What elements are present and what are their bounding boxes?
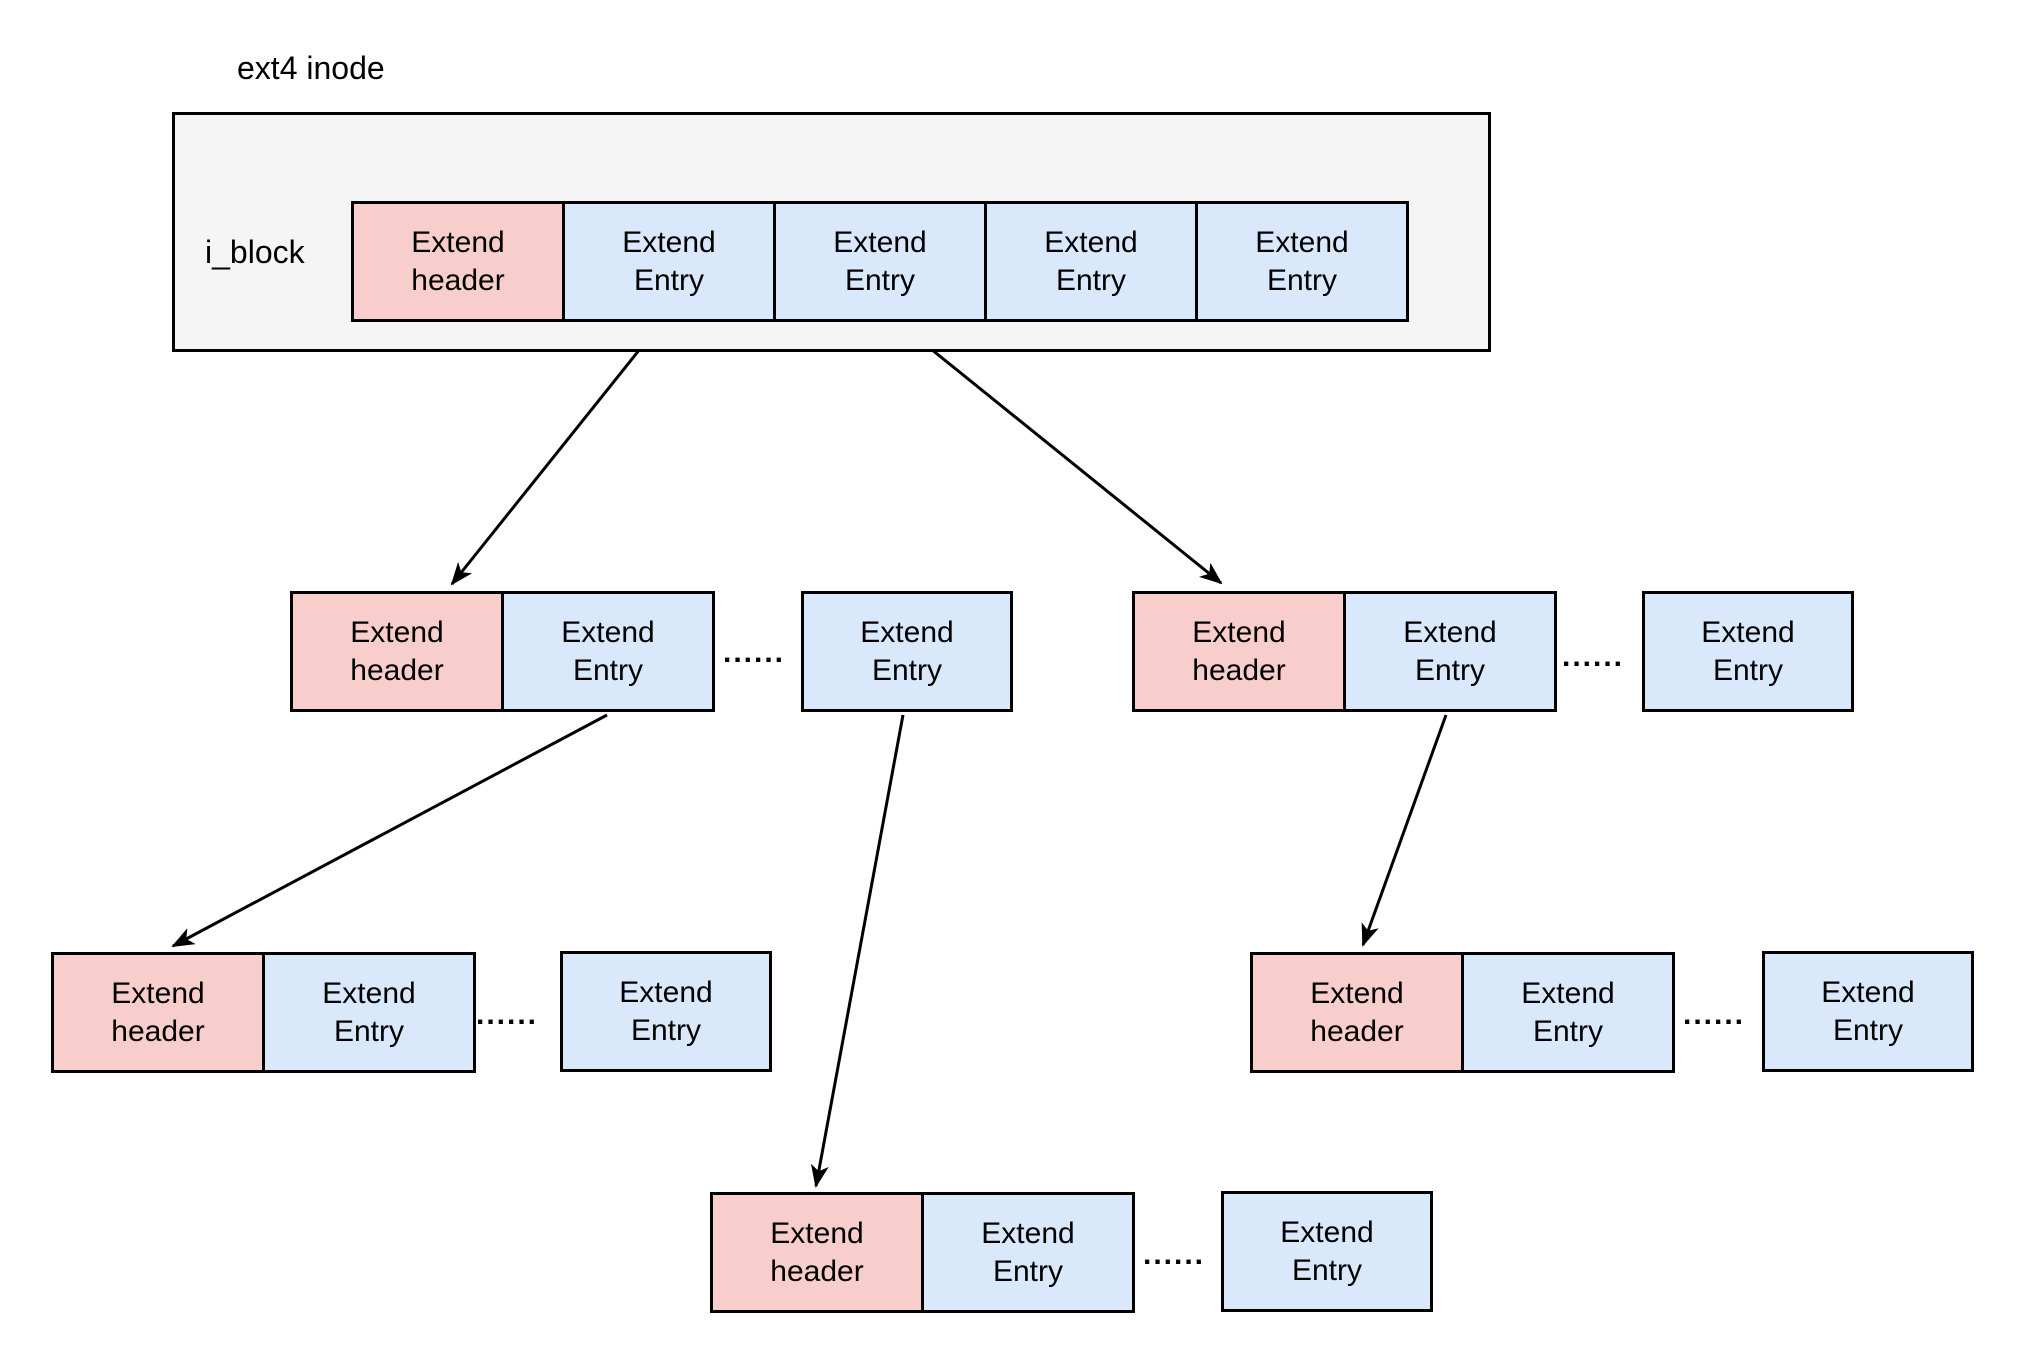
extend-header-cell: Extend header — [290, 591, 504, 712]
leaf-node-left: Extend header Extend Entry — [51, 952, 476, 1073]
cell-label: Extend header — [411, 226, 505, 297]
i-block-label: i_block — [205, 234, 305, 270]
arrow-inode-entry1-to-node-left — [450, 323, 662, 586]
inode-extend-entry-cell: Extend Entry — [562, 201, 776, 322]
extend-entry-cell: Extend Entry — [501, 591, 715, 712]
arrow-inode-entry2-to-node-right — [899, 322, 1223, 585]
ellipsis-dots: ...... — [476, 998, 539, 1031]
extend-entry-cell-detached: Extend Entry — [801, 591, 1013, 712]
inode-extend-header-cell: Extend header — [351, 201, 565, 322]
cell-label: Extend Entry — [1521, 977, 1615, 1048]
extend-header-cell: Extend header — [51, 952, 265, 1073]
cell-label: Extend Entry — [981, 1217, 1075, 1288]
ellipsis-dots: ...... — [1143, 1238, 1206, 1271]
extend-entry-cell-detached: Extend Entry — [560, 951, 772, 1072]
cell-label: Extend Entry — [833, 226, 927, 297]
cell-label: Extend Entry — [1701, 616, 1795, 687]
inode-extend-entry-cell: Extend Entry — [773, 201, 987, 322]
ellipsis-dots: ...... — [1683, 998, 1746, 1031]
cell-label: Extend Entry — [1255, 226, 1349, 297]
cell-label: Extend header — [1310, 977, 1404, 1048]
extend-entry-cell-detached: Extend Entry — [1642, 591, 1854, 712]
ellipsis-dots: ...... — [723, 636, 786, 669]
cell-label: Extend Entry — [322, 977, 416, 1048]
extend-entry-cell-detached: Extend Entry — [1221, 1191, 1433, 1312]
cell-label: Extend Entry — [561, 616, 655, 687]
cell-label: Extend header — [350, 616, 444, 687]
leaf-node-right: Extend header Extend Entry — [1250, 952, 1675, 1073]
cell-label: Extend header — [111, 977, 205, 1048]
extend-entry-cell: Extend Entry — [262, 952, 476, 1073]
inode-extend-entry-cell: Extend Entry — [1195, 201, 1409, 322]
extend-entry-cell: Extend Entry — [1343, 591, 1557, 712]
extend-header-cell: Extend header — [1132, 591, 1346, 712]
cell-label: Extend Entry — [1280, 1216, 1374, 1287]
diagram-title: ext4 inode — [237, 50, 385, 86]
extend-header-cell: Extend header — [1250, 952, 1464, 1073]
index-node-left: Extend header Extend Entry — [290, 591, 715, 712]
cell-label: Extend Entry — [1044, 226, 1138, 297]
cell-label: Extend Entry — [1821, 976, 1915, 1047]
cell-label: Extend Entry — [1403, 616, 1497, 687]
extend-entry-cell: Extend Entry — [921, 1192, 1135, 1313]
arrow-node-right-to-leaf-right — [1361, 714, 1448, 947]
ellipsis-dots: ...... — [1562, 640, 1625, 673]
index-node-right: Extend header Extend Entry — [1132, 591, 1557, 712]
cell-label: Extend header — [1192, 616, 1286, 687]
extend-entry-cell: Extend Entry — [1461, 952, 1675, 1073]
cell-label: Extend Entry — [860, 616, 954, 687]
extend-entry-cell-detached: Extend Entry — [1762, 951, 1974, 1072]
leaf-node-bottom: Extend header Extend Entry — [710, 1192, 1135, 1313]
extend-header-cell: Extend header — [710, 1192, 924, 1313]
cell-label: Extend Entry — [622, 226, 716, 297]
arrow-node-left-extra-to-leaf-bottom — [810, 714, 905, 1188]
cell-label: Extend Entry — [619, 976, 713, 1047]
cell-label: Extend header — [770, 1217, 864, 1288]
inode-extend-entry-cell: Extend Entry — [984, 201, 1198, 322]
i-block-extent-row: Extend header Extend Entry Extend Entry … — [351, 201, 1409, 322]
arrow-node-left-to-leaf-left — [171, 713, 608, 948]
